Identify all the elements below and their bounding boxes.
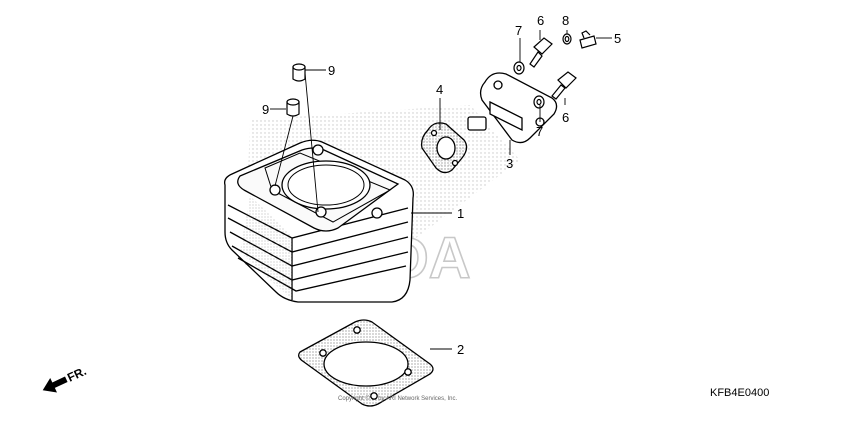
washer-part-7-top[interactable] <box>513 61 525 75</box>
callout-3: 3 <box>506 156 513 171</box>
callout-7-top: 7 <box>515 23 522 38</box>
diagram-code: KFB4E0400 <box>710 387 769 399</box>
callout-2: 2 <box>457 342 464 357</box>
callout-4: 4 <box>436 82 443 97</box>
bolt-part-6-mid[interactable] <box>551 71 577 100</box>
base-gasket-part-2[interactable] <box>298 319 434 407</box>
dowel-pin-part-9-mid[interactable] <box>286 98 300 117</box>
callout-1: 1 <box>457 206 464 221</box>
leader-lines <box>270 30 612 350</box>
washer-part-7-mid[interactable] <box>533 95 545 109</box>
callout-7-mid: 7 <box>536 124 543 139</box>
front-indicator-label: FR. <box>65 364 88 385</box>
callout-6-mid: 6 <box>562 110 569 125</box>
callout-9-mid: 9 <box>262 102 269 117</box>
callout-9-top: 9 <box>328 63 335 78</box>
copyright-notice: Copyright © ... by ARI Network Services,… <box>338 395 457 402</box>
callout-5: 5 <box>614 31 621 46</box>
front-arrow-icon <box>42 376 68 393</box>
tensioner-gasket-part-4[interactable] <box>420 122 468 174</box>
bolt-part-6-top[interactable] <box>529 37 553 68</box>
cylinder-part-1[interactable] <box>224 139 414 303</box>
front-indicator: FR. <box>42 364 89 393</box>
tensioner-lifter-part-3[interactable] <box>467 72 558 144</box>
sealing-bolt-part-5[interactable] <box>579 30 597 49</box>
callout-6-top: 6 <box>537 13 544 28</box>
dowel-pin-part-9-top[interactable] <box>292 63 306 82</box>
callout-8: 8 <box>562 13 569 28</box>
o-ring-part-8[interactable] <box>562 33 572 45</box>
